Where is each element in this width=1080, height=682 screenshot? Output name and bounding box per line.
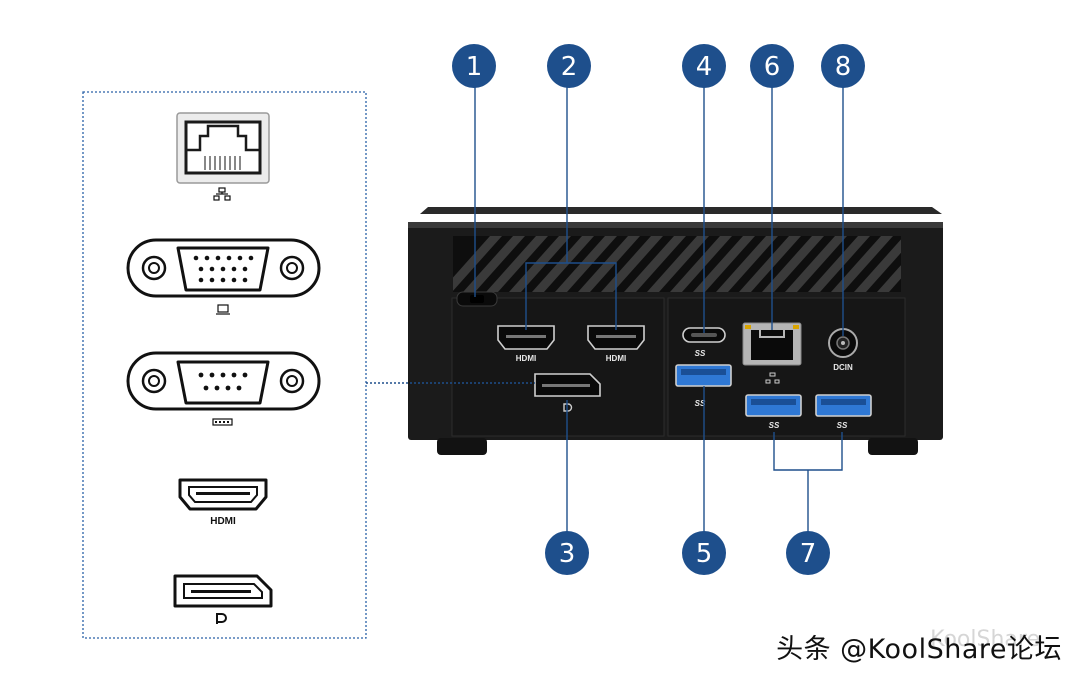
svg-text:6: 6 — [764, 52, 781, 82]
hdmi-port-icon — [178, 478, 268, 511]
vent-slat — [670, 236, 732, 292]
monitor-icon — [216, 304, 230, 315]
ghost-watermark: KoolShare — [930, 627, 1040, 652]
callout-4: 4 — [682, 44, 726, 88]
svg-text:7: 7 — [800, 539, 817, 569]
vga-port-icon — [126, 238, 321, 298]
serial-port-icon — [126, 351, 321, 411]
usb-a-port-7a — [745, 394, 802, 417]
network-icon-small — [765, 372, 780, 384]
usb-a-7a-ss-label: SS — [769, 421, 780, 430]
kensington-lock-slot — [456, 291, 498, 307]
vent-slat — [693, 236, 755, 292]
watermark: 头条 @KoolShare论坛 — [776, 634, 1062, 665]
vent-slat — [555, 236, 617, 292]
vent-slat — [762, 236, 824, 292]
vent-slat — [532, 236, 594, 292]
callout-6: 6 — [750, 44, 794, 88]
usb-c-port — [682, 327, 726, 343]
svg-text:1: 1 — [466, 52, 483, 82]
vent-slat — [877, 265, 901, 292]
hdmi-port-1-label: HDMI — [516, 354, 536, 363]
svg-text:8: 8 — [835, 52, 852, 82]
svg-text:2: 2 — [561, 52, 578, 82]
usb-a-7b-ss-label: SS — [837, 421, 848, 430]
legend-box — [82, 91, 367, 639]
usb-a-port-5 — [675, 364, 732, 387]
hdmi-port-1 — [497, 325, 555, 350]
vent-slat — [624, 236, 686, 292]
usb-a-5-ss-label: SS — [695, 399, 706, 408]
svg-text:5: 5 — [696, 539, 713, 569]
serial-icon — [212, 418, 233, 426]
svg-text:3: 3 — [559, 539, 576, 569]
callout-2: 2 — [547, 44, 591, 88]
vent-slat — [578, 236, 640, 292]
vent-slat — [854, 239, 901, 292]
hdmi-port-2-label: HDMI — [606, 354, 626, 363]
usb-c-ss-label: SS — [695, 349, 706, 358]
ethernet-port — [742, 322, 802, 366]
vent-slat — [785, 236, 847, 292]
displayport-port-icon — [173, 574, 273, 608]
hdmi-legend-label: HDMI — [210, 516, 236, 527]
vent-slat — [486, 236, 548, 292]
vent-slat — [453, 236, 502, 291]
displayport-logo-icon — [216, 613, 227, 624]
vent-slat — [647, 236, 709, 292]
hdmi-port-2 — [587, 325, 645, 350]
callout-8: 8 — [821, 44, 865, 88]
callout-5: 5 — [682, 531, 726, 575]
leader-lines — [366, 84, 844, 537]
svg-text:4: 4 — [696, 52, 713, 82]
ethernet-port-icon — [176, 112, 270, 184]
callout-7: 7 — [786, 531, 830, 575]
dc-in-label: DCIN — [833, 363, 853, 372]
displayport-port — [534, 373, 601, 397]
vent-slat — [509, 236, 571, 292]
usb-a-port-7b — [815, 394, 872, 417]
network-icon — [213, 187, 231, 201]
vent-slat — [739, 236, 801, 292]
vent-slat — [463, 236, 525, 292]
vent-slat — [831, 236, 893, 292]
vent-slat — [808, 236, 870, 292]
vent-slat — [716, 236, 778, 292]
mini-pc-chassis — [408, 207, 943, 455]
callout-3: 3 — [545, 531, 589, 575]
displayport-port-icon-small — [563, 403, 573, 412]
callout-1: 1 — [452, 44, 496, 88]
